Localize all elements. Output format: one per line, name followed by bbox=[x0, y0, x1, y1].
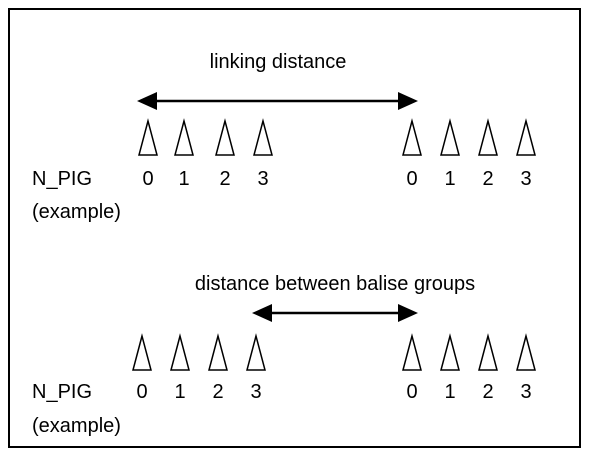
balise-icon bbox=[478, 118, 498, 156]
balise-icon bbox=[402, 118, 422, 156]
distance-between-groups-arrow bbox=[252, 304, 418, 322]
balise-group-left: 0 1 2 3 bbox=[138, 118, 273, 190]
pig-number: 1 bbox=[444, 168, 455, 190]
example-note: (example) bbox=[32, 415, 121, 437]
balise-icon bbox=[402, 333, 422, 371]
balise-icon bbox=[170, 333, 190, 371]
linking-distance-diagram: linking distance 0 1 2 3 0 1 2 3 bbox=[32, 51, 536, 223]
balise-icon bbox=[440, 333, 460, 371]
n-pig-label: N_PIG bbox=[32, 168, 92, 190]
pig-number: 0 bbox=[406, 168, 417, 190]
balise-icon bbox=[132, 333, 152, 371]
pig-number: 0 bbox=[406, 381, 417, 403]
balise-group-right: 0 1 2 3 bbox=[402, 118, 536, 190]
balise-icon bbox=[174, 118, 194, 156]
pig-number: 1 bbox=[174, 381, 185, 403]
balise-group-right: 0 1 2 3 bbox=[402, 333, 536, 403]
pig-number: 1 bbox=[178, 168, 189, 190]
balise-icon bbox=[516, 118, 536, 156]
balise-icon bbox=[208, 333, 228, 371]
pig-number: 3 bbox=[250, 381, 261, 403]
pig-number: 1 bbox=[444, 381, 455, 403]
balise-icon bbox=[516, 333, 536, 371]
pig-number: 2 bbox=[219, 168, 230, 190]
balise-group-left: 0 1 2 3 bbox=[132, 333, 266, 403]
pig-number: 3 bbox=[520, 381, 531, 403]
balise-icon bbox=[253, 118, 273, 156]
pig-number: 0 bbox=[136, 381, 147, 403]
pig-number: 2 bbox=[212, 381, 223, 403]
linking-distance-title: linking distance bbox=[210, 51, 347, 73]
balise-icon bbox=[440, 118, 460, 156]
n-pig-label: N_PIG bbox=[32, 381, 92, 403]
distance-between-groups-diagram: distance between balise groups 0 1 2 3 0… bbox=[32, 273, 536, 437]
balise-icon bbox=[478, 333, 498, 371]
diagram-frame bbox=[8, 8, 581, 448]
pig-number: 3 bbox=[520, 168, 531, 190]
balise-icon bbox=[246, 333, 266, 371]
balise-icon bbox=[138, 118, 158, 156]
pig-number: 0 bbox=[142, 168, 153, 190]
pig-number: 2 bbox=[482, 168, 493, 190]
balise-icon bbox=[215, 118, 235, 156]
pig-number: 2 bbox=[482, 381, 493, 403]
pig-number: 3 bbox=[257, 168, 268, 190]
example-note: (example) bbox=[32, 201, 121, 223]
distance-between-groups-title: distance between balise groups bbox=[195, 273, 475, 295]
linking-distance-arrow bbox=[137, 92, 418, 110]
